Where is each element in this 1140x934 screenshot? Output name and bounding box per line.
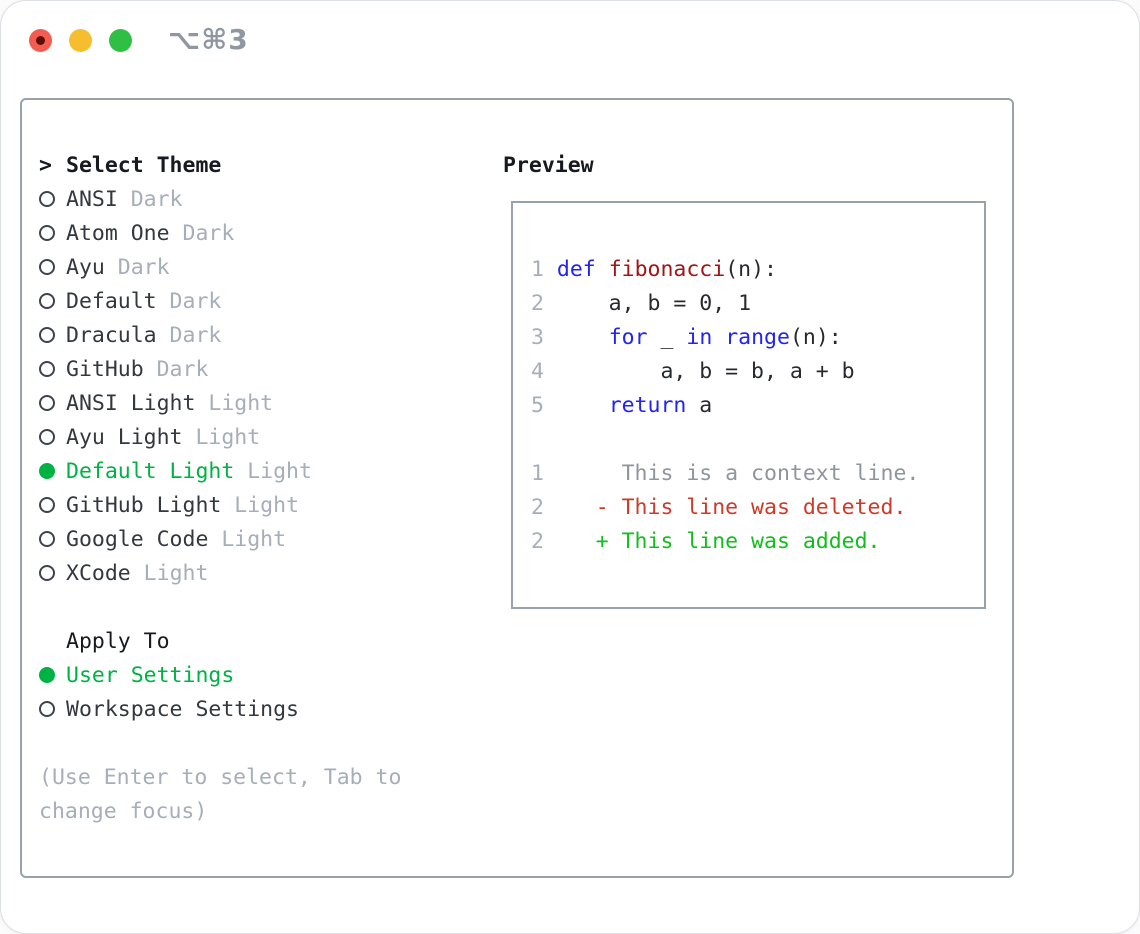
minimize-button[interactable] [69,29,92,52]
select-theme-header: > Select Theme [39,149,484,183]
theme-name: ANSI Light [66,391,196,416]
preview-line: 1 This is a context line. [531,461,920,486]
radio-icon [39,225,55,241]
theme-tag: Light [182,425,261,450]
theme-option-atom-one[interactable]: Atom One Dark [39,217,484,251]
theme-option-xcode[interactable]: XCode Light [39,557,484,591]
radio-icon [39,497,55,513]
apply-option-workspace-settings[interactable]: Workspace Settings [39,693,484,727]
apply-option-label: User Settings [66,663,235,688]
theme-option-github[interactable]: GitHub Dark [39,353,484,387]
theme-option-default[interactable]: Default Dark [39,285,484,319]
radio-selected-icon [39,667,55,683]
theme-tag: Dark [104,255,170,280]
theme-name: GitHub Light [66,493,222,518]
theme-name: Ayu Light [66,425,183,450]
radio-icon [39,531,55,547]
theme-tag: Light [130,561,209,586]
theme-option-ansi-light[interactable]: ANSI Light Light [39,387,484,421]
theme-option-ansi[interactable]: ANSI Dark [39,183,484,217]
cursor-arrow-icon: > [39,153,52,178]
preview-line: 2 a, b = 0, 1 [531,291,752,316]
close-button[interactable] [29,29,52,52]
preview-line [531,423,984,457]
zoom-button[interactable] [109,29,132,52]
theme-name: Google Code [66,527,209,552]
theme-name: Ayu [66,255,105,280]
preview-line: 1 def fibonacci(n): [531,257,777,282]
theme-option-dracula[interactable]: Dracula Dark [39,319,484,353]
theme-name: Default [66,289,157,314]
preview-line: 5 return a [531,393,713,418]
theme-name: Default Light [66,459,235,484]
radio-icon [39,565,55,581]
theme-name: XCode [66,561,131,586]
theme-tag: Light [221,493,300,518]
apply-option-label: Workspace Settings [66,697,299,722]
theme-tag: Dark [117,187,183,212]
theme-name: GitHub [66,357,144,382]
radio-icon [39,361,55,377]
preview-code: 1 def fibonacci(n): 2 a, b = 0, 1 3 for _ … [511,201,986,609]
preview-line: 2 - This line was deleted. [531,495,907,520]
apply-to-header: Apply To [39,625,484,659]
window-shortcut-label: ⌥⌘3 [168,23,249,56]
theme-tag: Dark [156,323,222,348]
preview-title: Preview [503,153,594,178]
preview-line: 2 + This line was added. [531,529,881,554]
radio-icon [39,293,55,309]
radio-selected-icon [39,463,55,479]
theme-tag: Light [234,459,312,484]
theme-option-ayu-light[interactable]: Ayu Light Light [39,421,484,455]
theme-option-github-light[interactable]: GitHub Light Light [39,489,484,523]
theme-tag: Dark [156,289,222,314]
modified-dot-icon [36,36,45,45]
theme-option-google-code[interactable]: Google Code Light [39,523,484,557]
theme-tag: Light [195,391,274,416]
spacer [39,727,484,761]
select-theme-title: Select Theme [66,153,222,178]
theme-tag: Dark [169,221,235,246]
radio-icon [39,701,55,717]
hint-text: (Use Enter to select, Tab to change focu… [39,765,402,824]
preview-line: 4 a, b = b, a + b [531,359,855,384]
preview-line: 3 for _ in range(n): [531,325,842,350]
theme-name: Dracula [66,323,157,348]
radio-icon [39,395,55,411]
theme-tag: Dark [143,357,209,382]
radio-icon [39,191,55,207]
radio-icon [39,259,55,275]
theme-name: ANSI [66,187,118,212]
theme-name: Atom One [66,221,170,246]
spacer [39,591,484,625]
theme-option-default-light[interactable]: Default Light Light [39,455,484,489]
titlebar: ⌥⌘3 [1,1,1139,98]
apply-to-title: Apply To [66,629,170,654]
radio-icon [39,429,55,445]
theme-tag: Light [208,527,287,552]
apply-option-user-settings[interactable]: User Settings [39,659,484,693]
radio-icon [39,327,55,343]
theme-option-ayu[interactable]: Ayu Dark [39,251,484,285]
